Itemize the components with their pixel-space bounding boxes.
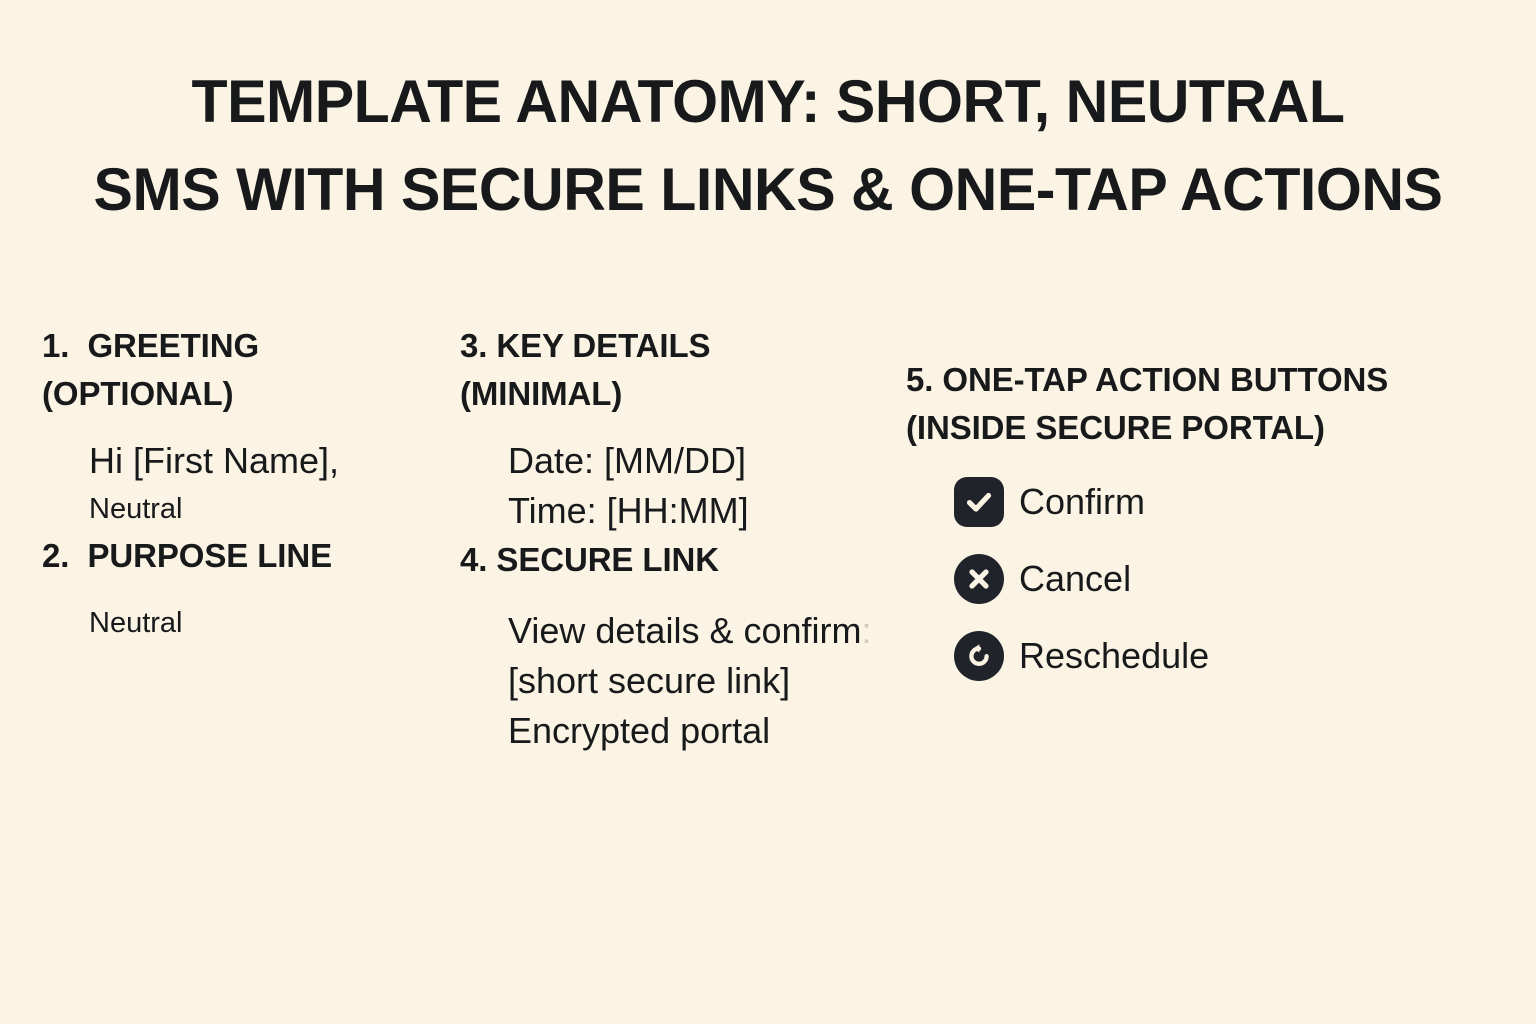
- section-greeting-number-gap: [69, 327, 87, 364]
- section-one-tap-actions: 5. ONE-TAP ACTION BUTTONS (INSIDE SECURE…: [906, 356, 1516, 686]
- section-secure-link: 4. SECURE LINK View details & confirm: […: [460, 536, 900, 756]
- section-purpose-body: Neutral: [42, 600, 442, 646]
- section-actions-title: ONE-TAP ACTION BUTTONS (INSIDE SECURE PO…: [906, 361, 1389, 446]
- action-button-reschedule[interactable]: Reschedule: [954, 626, 1516, 686]
- action-button-cancel[interactable]: Cancel: [954, 549, 1516, 609]
- secure-link-cta-text: View details & confirm: [508, 610, 862, 651]
- secure-link-portal-note: Encrypted portal: [508, 710, 771, 751]
- action-button-confirm[interactable]: Confirm: [954, 472, 1516, 532]
- column-middle: 3. KEY DETAILS (MINIMAL) Date: [MM/DD] T…: [460, 322, 900, 756]
- section-secure-link-heading: 4. SECURE LINK: [460, 536, 900, 584]
- section-secure-link-number: 4.: [460, 541, 488, 578]
- section-key-details-number: 3.: [460, 327, 488, 364]
- action-button-list: Confirm Cancel: [906, 472, 1516, 686]
- section-key-details-heading: 3. KEY DETAILS (MINIMAL): [460, 322, 900, 418]
- key-details-time-line: Time: [HH:MM]: [508, 490, 749, 531]
- purpose-tone-note: Neutral: [89, 607, 183, 639]
- page-title-line-2: SMS WITH SECURE LINKS & ONE-TAP ACTIONS: [93, 156, 1443, 223]
- section-actions-heading: 5. ONE-TAP ACTION BUTTONS (INSIDE SECURE…: [906, 356, 1516, 452]
- action-button-confirm-label: Confirm: [1019, 481, 1146, 522]
- check-icon: [954, 477, 1004, 527]
- section-greeting-heading: 1. GREETING (OPTIONAL): [42, 322, 442, 418]
- section-purpose-line: 2. PURPOSE LINE Neutral: [42, 532, 442, 646]
- section-key-details: 3. KEY DETAILS (MINIMAL) Date: [MM/DD] T…: [460, 322, 900, 536]
- section-actions-number: 5.: [906, 361, 934, 398]
- section-secure-link-body: View details & confirm: [short secure li…: [460, 606, 900, 756]
- secure-link-cta-colon: :: [861, 610, 872, 651]
- action-button-reschedule-label: Reschedule: [1019, 635, 1210, 676]
- section-greeting-number: 1.: [42, 327, 70, 364]
- section-greeting: 1. GREETING (OPTIONAL) Hi [First Name], …: [42, 322, 442, 532]
- greeting-sample-text: Hi [First Name],: [89, 440, 340, 481]
- section-purpose-number-gap: [69, 537, 87, 574]
- section-greeting-title: GREETING (OPTIONAL): [42, 327, 260, 412]
- column-left: 1. GREETING (OPTIONAL) Hi [First Name], …: [42, 322, 442, 646]
- section-purpose-number: 2.: [42, 537, 70, 574]
- section-key-details-title: KEY DETAILS (MINIMAL): [460, 327, 711, 412]
- page-title-line-1: TEMPLATE ANATOMY: SHORT, NEUTRAL: [191, 68, 1345, 135]
- page-title: TEMPLATE ANATOMY: SHORT, NEUTRAL SMS WIT…: [0, 58, 1536, 234]
- x-cross-icon: [954, 554, 1004, 604]
- secure-link-cta-line: View details & confirm:: [508, 606, 900, 656]
- key-details-date-line: Date: [MM/DD]: [508, 440, 747, 481]
- secure-link-placeholder: [short secure link]: [508, 660, 791, 701]
- action-button-cancel-label: Cancel: [1019, 558, 1132, 599]
- section-secure-link-title: SECURE LINK: [496, 541, 719, 578]
- undo-arrow-icon: [954, 631, 1004, 681]
- section-purpose-title: PURPOSE LINE: [87, 537, 332, 574]
- greeting-tone-note: Neutral: [89, 493, 183, 525]
- section-key-details-body: Date: [MM/DD] Time: [HH:MM]: [460, 436, 900, 536]
- column-right: 5. ONE-TAP ACTION BUTTONS (INSIDE SECURE…: [906, 356, 1516, 686]
- section-greeting-body: Hi [First Name], Neutral: [42, 436, 442, 532]
- section-purpose-heading: 2. PURPOSE LINE: [42, 532, 442, 580]
